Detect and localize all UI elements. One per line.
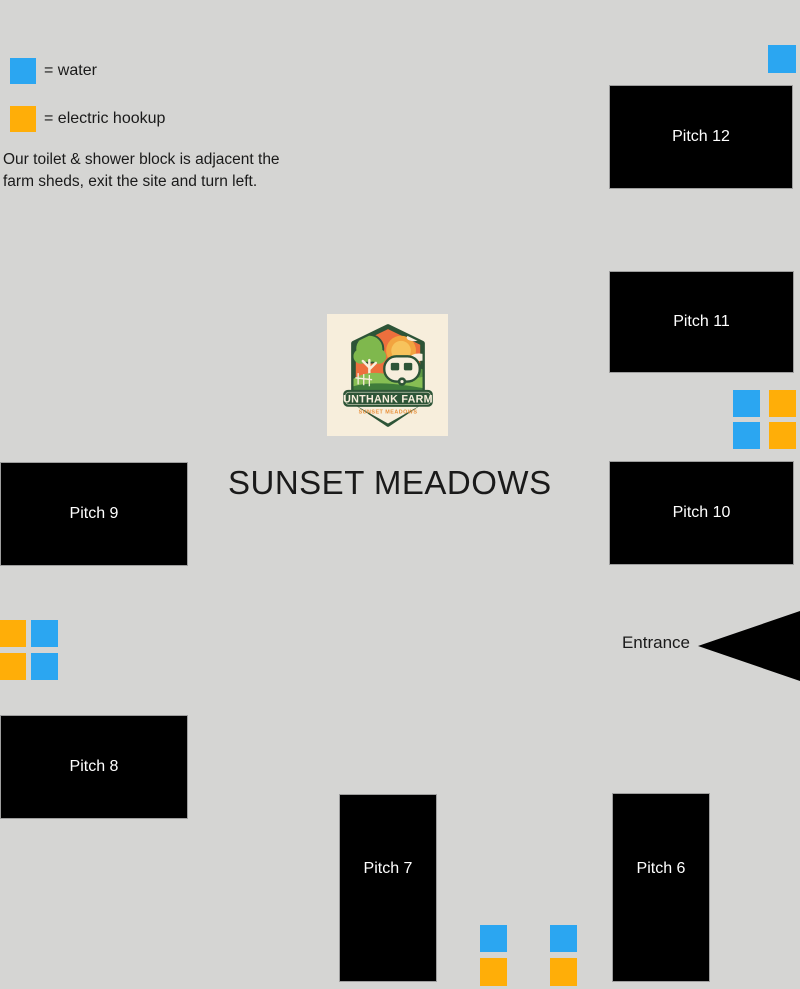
site-title: SUNSET MEADOWS: [228, 464, 552, 501]
pitch-6-label: Pitch 6: [636, 859, 686, 877]
pitch-8: Pitch 8: [0, 715, 188, 819]
water-marker: [31, 653, 58, 680]
water-marker: [550, 925, 577, 952]
pitch-12: Pitch 12: [609, 85, 793, 189]
electric-legend-swatch: [10, 106, 36, 132]
pitch-7: Pitch 7: [339, 794, 437, 982]
pitch-11-label: Pitch 11: [673, 313, 730, 330]
logo-caravan-icon: [382, 355, 421, 386]
electric-marker: [769, 422, 796, 449]
water-legend-label: = water: [44, 62, 97, 79]
logo-farm-name: UNTHANK FARM: [343, 394, 433, 406]
electric-marker: [0, 653, 26, 680]
entrance-arrow-icon: [698, 611, 800, 681]
electric-marker: [550, 958, 577, 986]
toilet-shower-note: Our toilet & shower block is adjacent th…: [3, 149, 280, 193]
entrance-label: Entrance: [621, 633, 690, 652]
pitch-12-label: Pitch 12: [672, 128, 730, 145]
pitch-9-label: Pitch 9: [69, 505, 119, 522]
electric-marker: [0, 620, 26, 647]
water-marker: [733, 422, 760, 449]
pitch-10: Pitch 10: [609, 461, 794, 565]
pitch-6: Pitch 6: [612, 793, 710, 982]
pitch-10-label: Pitch 10: [672, 504, 731, 521]
farm-logo-badge: UNTHANK FARM SUNSET MEADOWS: [343, 324, 433, 427]
farm-logo: UNTHANK FARM SUNSET MEADOWS: [327, 314, 448, 436]
logo-site-name: SUNSET MEADOWS: [358, 410, 417, 416]
water-marker: [733, 390, 760, 417]
pitch-7-label: Pitch 7: [363, 860, 413, 877]
pitch-9: Pitch 9: [0, 462, 188, 566]
electric-legend-label: = electric hookup: [44, 110, 166, 127]
water-legend-swatch: [10, 58, 36, 84]
toilet-shower-note-line-1: Our toilet & shower block is adjacent th…: [3, 151, 280, 168]
pitch-8-label: Pitch 8: [69, 758, 119, 775]
pitch-11: Pitch 11: [609, 271, 794, 373]
electric-marker: [480, 958, 507, 986]
toilet-shower-note-line-2: farm sheds, exit the site and turn left.: [3, 173, 258, 190]
water-marker: [31, 620, 58, 647]
electric-marker: [769, 390, 796, 417]
water-marker: [480, 925, 507, 952]
water-marker: [768, 45, 796, 73]
logo-banner: UNTHANK FARM: [343, 389, 433, 407]
